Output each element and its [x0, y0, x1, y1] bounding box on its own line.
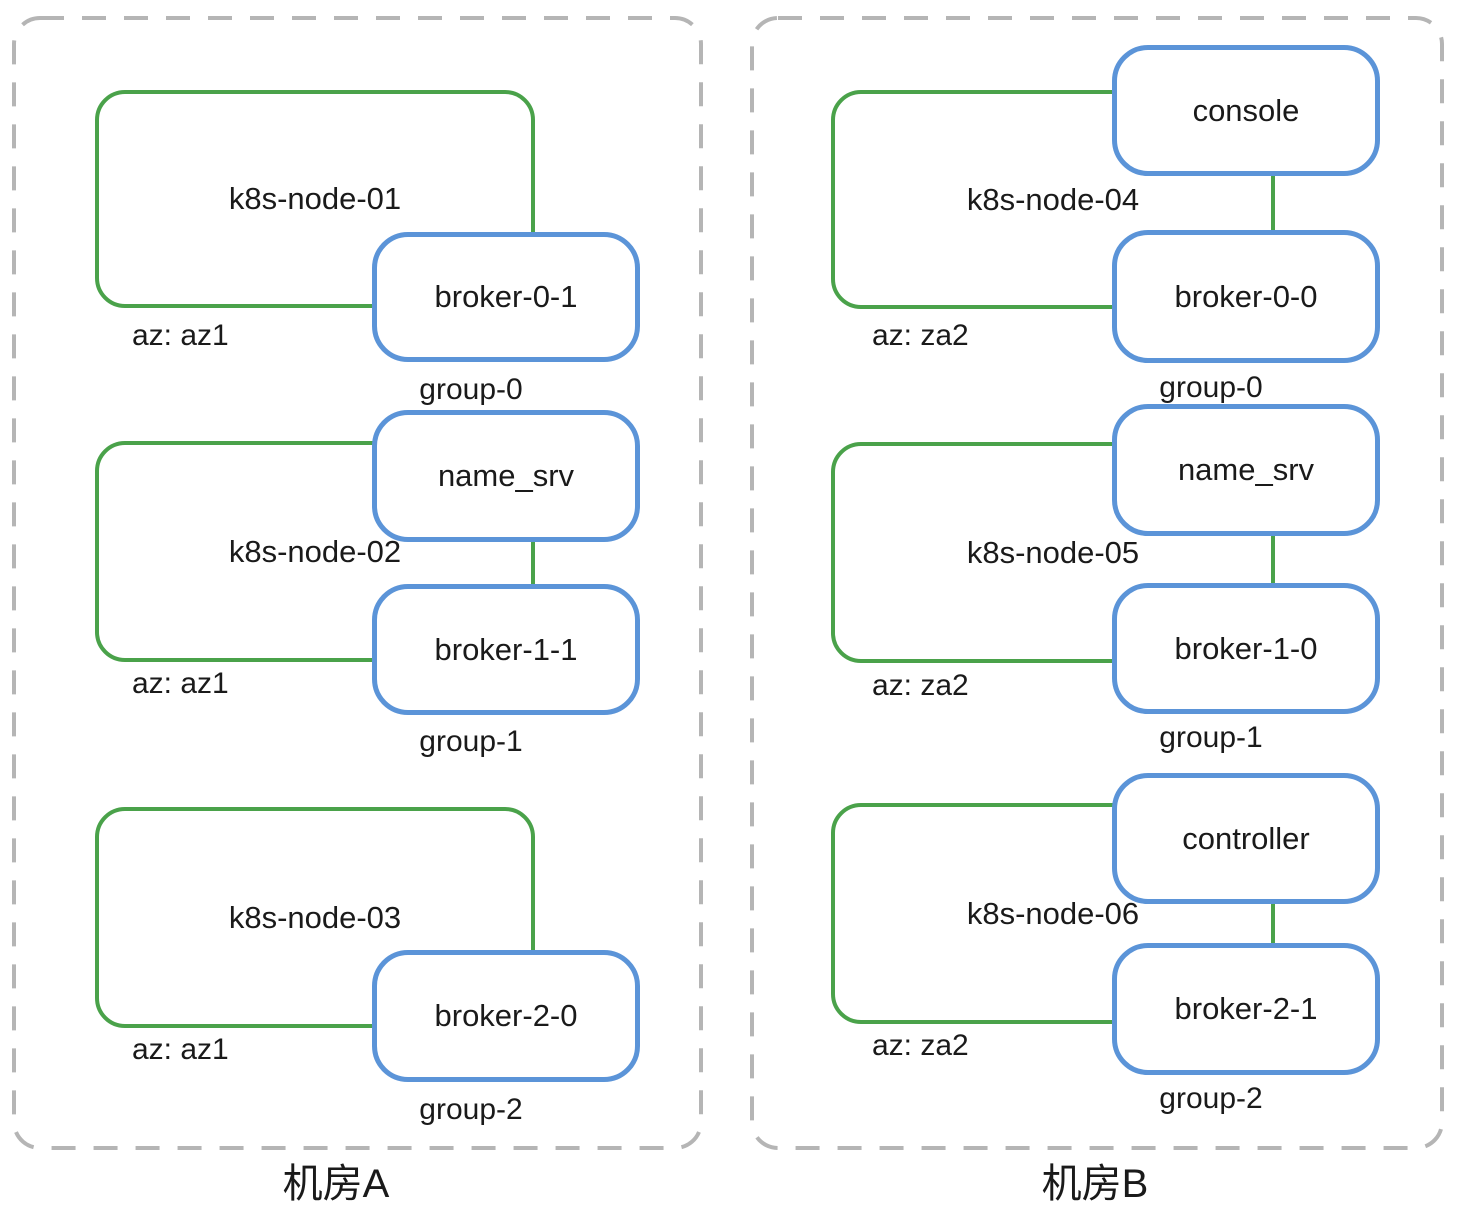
az-label-node-06: az: za2	[872, 1029, 969, 1062]
service-box-broker-1-1: broker-1-1	[372, 584, 640, 715]
service-box-name-srv-a: name_srv	[372, 410, 640, 542]
datacenter-a-dashed-border	[12, 16, 703, 1150]
az-label-node-03: az: az1	[132, 1033, 229, 1066]
node-rect-k8s-node-04	[831, 90, 1275, 309]
group-label-b-group-0: group-0	[1159, 371, 1263, 404]
az-label-node-05: az: za2	[872, 669, 969, 702]
service-box-broker-1-0: broker-1-0	[1112, 583, 1380, 714]
az-label-node-01: az: az1	[132, 319, 229, 352]
node-rect-k8s-node-01	[95, 90, 535, 308]
node-rect-k8s-node-06	[831, 803, 1275, 1024]
datacenter-b-container	[750, 16, 1444, 1150]
group-label-a-group-0: group-0	[419, 373, 523, 406]
datacenter-b-dashed-border	[750, 16, 1444, 1150]
service-box-broker-0-0: broker-0-0	[1112, 230, 1380, 363]
service-box-broker-2-0: broker-2-0	[372, 950, 640, 1082]
datacenter-a-label: 机房A	[282, 1162, 390, 1206]
node-rect-k8s-node-02	[95, 441, 535, 662]
service-box-name-srv-b: name_srv	[1112, 404, 1380, 536]
service-box-broker-2-1: broker-2-1	[1112, 943, 1380, 1075]
service-box-controller: controller	[1112, 773, 1380, 904]
group-label-a-group-1: group-1	[419, 725, 523, 758]
datacenter-b-label: 机房B	[1041, 1162, 1149, 1206]
service-box-console: console	[1112, 45, 1380, 176]
service-box-broker-0-1: broker-0-1	[372, 232, 640, 362]
group-label-b-group-2: group-2	[1159, 1082, 1263, 1115]
az-label-node-02: az: az1	[132, 667, 229, 700]
group-label-b-group-1: group-1	[1159, 721, 1263, 754]
node-rect-k8s-node-05	[831, 442, 1275, 663]
datacenter-a-container	[12, 16, 703, 1150]
node-rect-k8s-node-03	[95, 807, 535, 1028]
az-label-node-04: az: za2	[872, 319, 969, 352]
group-label-a-group-2: group-2	[419, 1093, 523, 1126]
